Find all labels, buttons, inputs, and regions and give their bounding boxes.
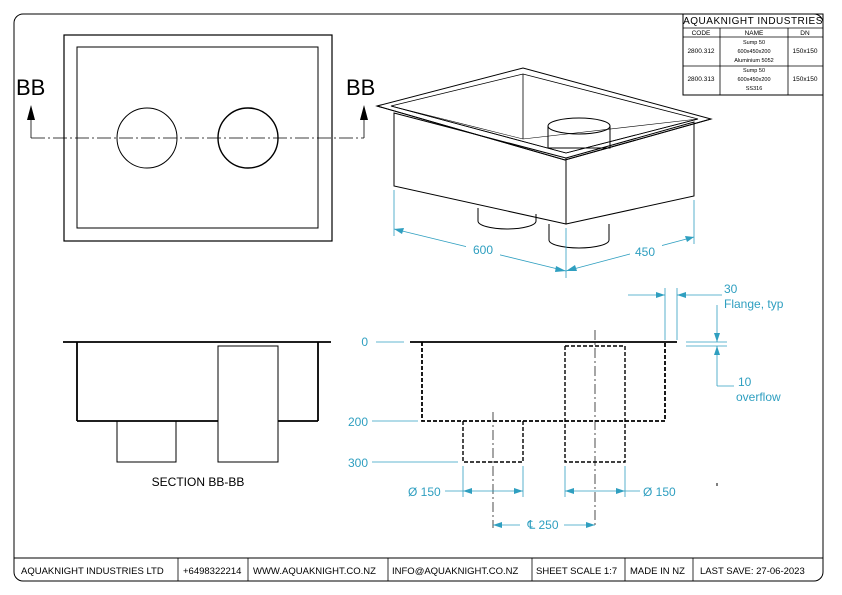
title-block: AQUAKNIGHT INDUSTRIES CODE NAME DN 2800.…: [682, 13, 824, 96]
outlet-left-dia: Ø 150: [408, 485, 441, 499]
iso-dim-450: 450: [635, 245, 655, 259]
section-marker-right: BB: [346, 75, 375, 100]
title-header-dn: DN: [800, 30, 810, 37]
overflow-label: overflow: [736, 390, 781, 404]
row2-name-line3: SS316: [746, 86, 763, 92]
footer-email[interactable]: INFO@AQUAKNIGHT.CO.NZ: [392, 566, 518, 577]
level-300: 300: [348, 456, 368, 470]
footer-made-in: MADE IN NZ: [630, 566, 685, 577]
plan-inner-body: [76, 46, 319, 229]
plan-outlet-left: [116, 107, 178, 169]
outlet-right-dia: Ø 150: [643, 485, 676, 499]
section-outlet-right-pipe: [217, 345, 279, 463]
section-marker-left: BB: [16, 75, 45, 100]
section-arrow-left-icon: [27, 105, 35, 120]
section-arrow-right-icon: [360, 105, 368, 120]
centreline-spacing: ℄ 250: [526, 518, 558, 532]
overflow-value: 10: [738, 375, 752, 389]
row2-name-line1: Sump 50: [743, 68, 765, 74]
dimensioned-view: 0 200 300 30 Flange, typ 10 overflow Ø 1…: [348, 282, 784, 532]
row1-name-line2: 600x450x200: [737, 49, 770, 55]
level-200: 200: [348, 415, 368, 429]
row1-name-line1: Sump 50: [743, 40, 765, 46]
title-header-code: CODE: [692, 30, 711, 37]
footer-company: AQUAKNIGHT INDUSTRIES LTD: [21, 566, 164, 577]
outlet-right-hidden: [564, 345, 626, 463]
iso-flange-outer: [375, 67, 713, 161]
level-0: 0: [361, 335, 368, 349]
title-header-name: NAME: [745, 30, 764, 37]
iso-body-right-face: [565, 121, 695, 225]
plan-outlet-right: [217, 107, 279, 169]
title-block-company: AQUAKNIGHT INDUSTRIES: [683, 16, 823, 27]
iso-inner-pipe: [547, 126, 611, 149]
section-outlet-left: [116, 420, 177, 463]
row1-name-line3: Aluminium 5052: [734, 58, 773, 64]
row2-code: 2800.313: [687, 76, 714, 83]
row1-code: 2800.312: [687, 48, 714, 55]
iso-flange-inner: [390, 73, 699, 154]
footer-phone: +6498322214: [183, 566, 241, 577]
footer-last-save: LAST SAVE: 27-06-2023: [700, 566, 805, 577]
sump-body-hidden: [421, 342, 666, 422]
row2-name-line2: 600x450x200: [737, 77, 770, 83]
iso-outlet-back: [477, 208, 537, 230]
flange-label: Flange, typ: [724, 297, 784, 311]
flange-value: 30: [724, 282, 738, 296]
sheet-border: [13, 13, 824, 582]
iso-inner-pipe-top: [547, 117, 611, 135]
section-label: SECTION BB-BB: [152, 475, 245, 489]
iso-view: 600 450: [375, 67, 713, 278]
row1-dn: 150x150: [793, 48, 818, 55]
footer-scale: SHEET SCALE 1:7: [536, 566, 617, 577]
iso-dim-600: 600: [473, 243, 493, 257]
iso-outlet-front: [548, 224, 610, 249]
outlet-left-hidden: [462, 421, 524, 463]
footer: AQUAKNIGHT INDUSTRIES LTD +6498322214 WW…: [21, 558, 805, 581]
row2-dn: 150x150: [793, 76, 818, 83]
footer-website[interactable]: WWW.AQUAKNIGHT.CO.NZ: [253, 566, 376, 577]
section-view: SECTION BB-BB: [63, 341, 331, 489]
plan-view: BB BB: [16, 34, 375, 242]
